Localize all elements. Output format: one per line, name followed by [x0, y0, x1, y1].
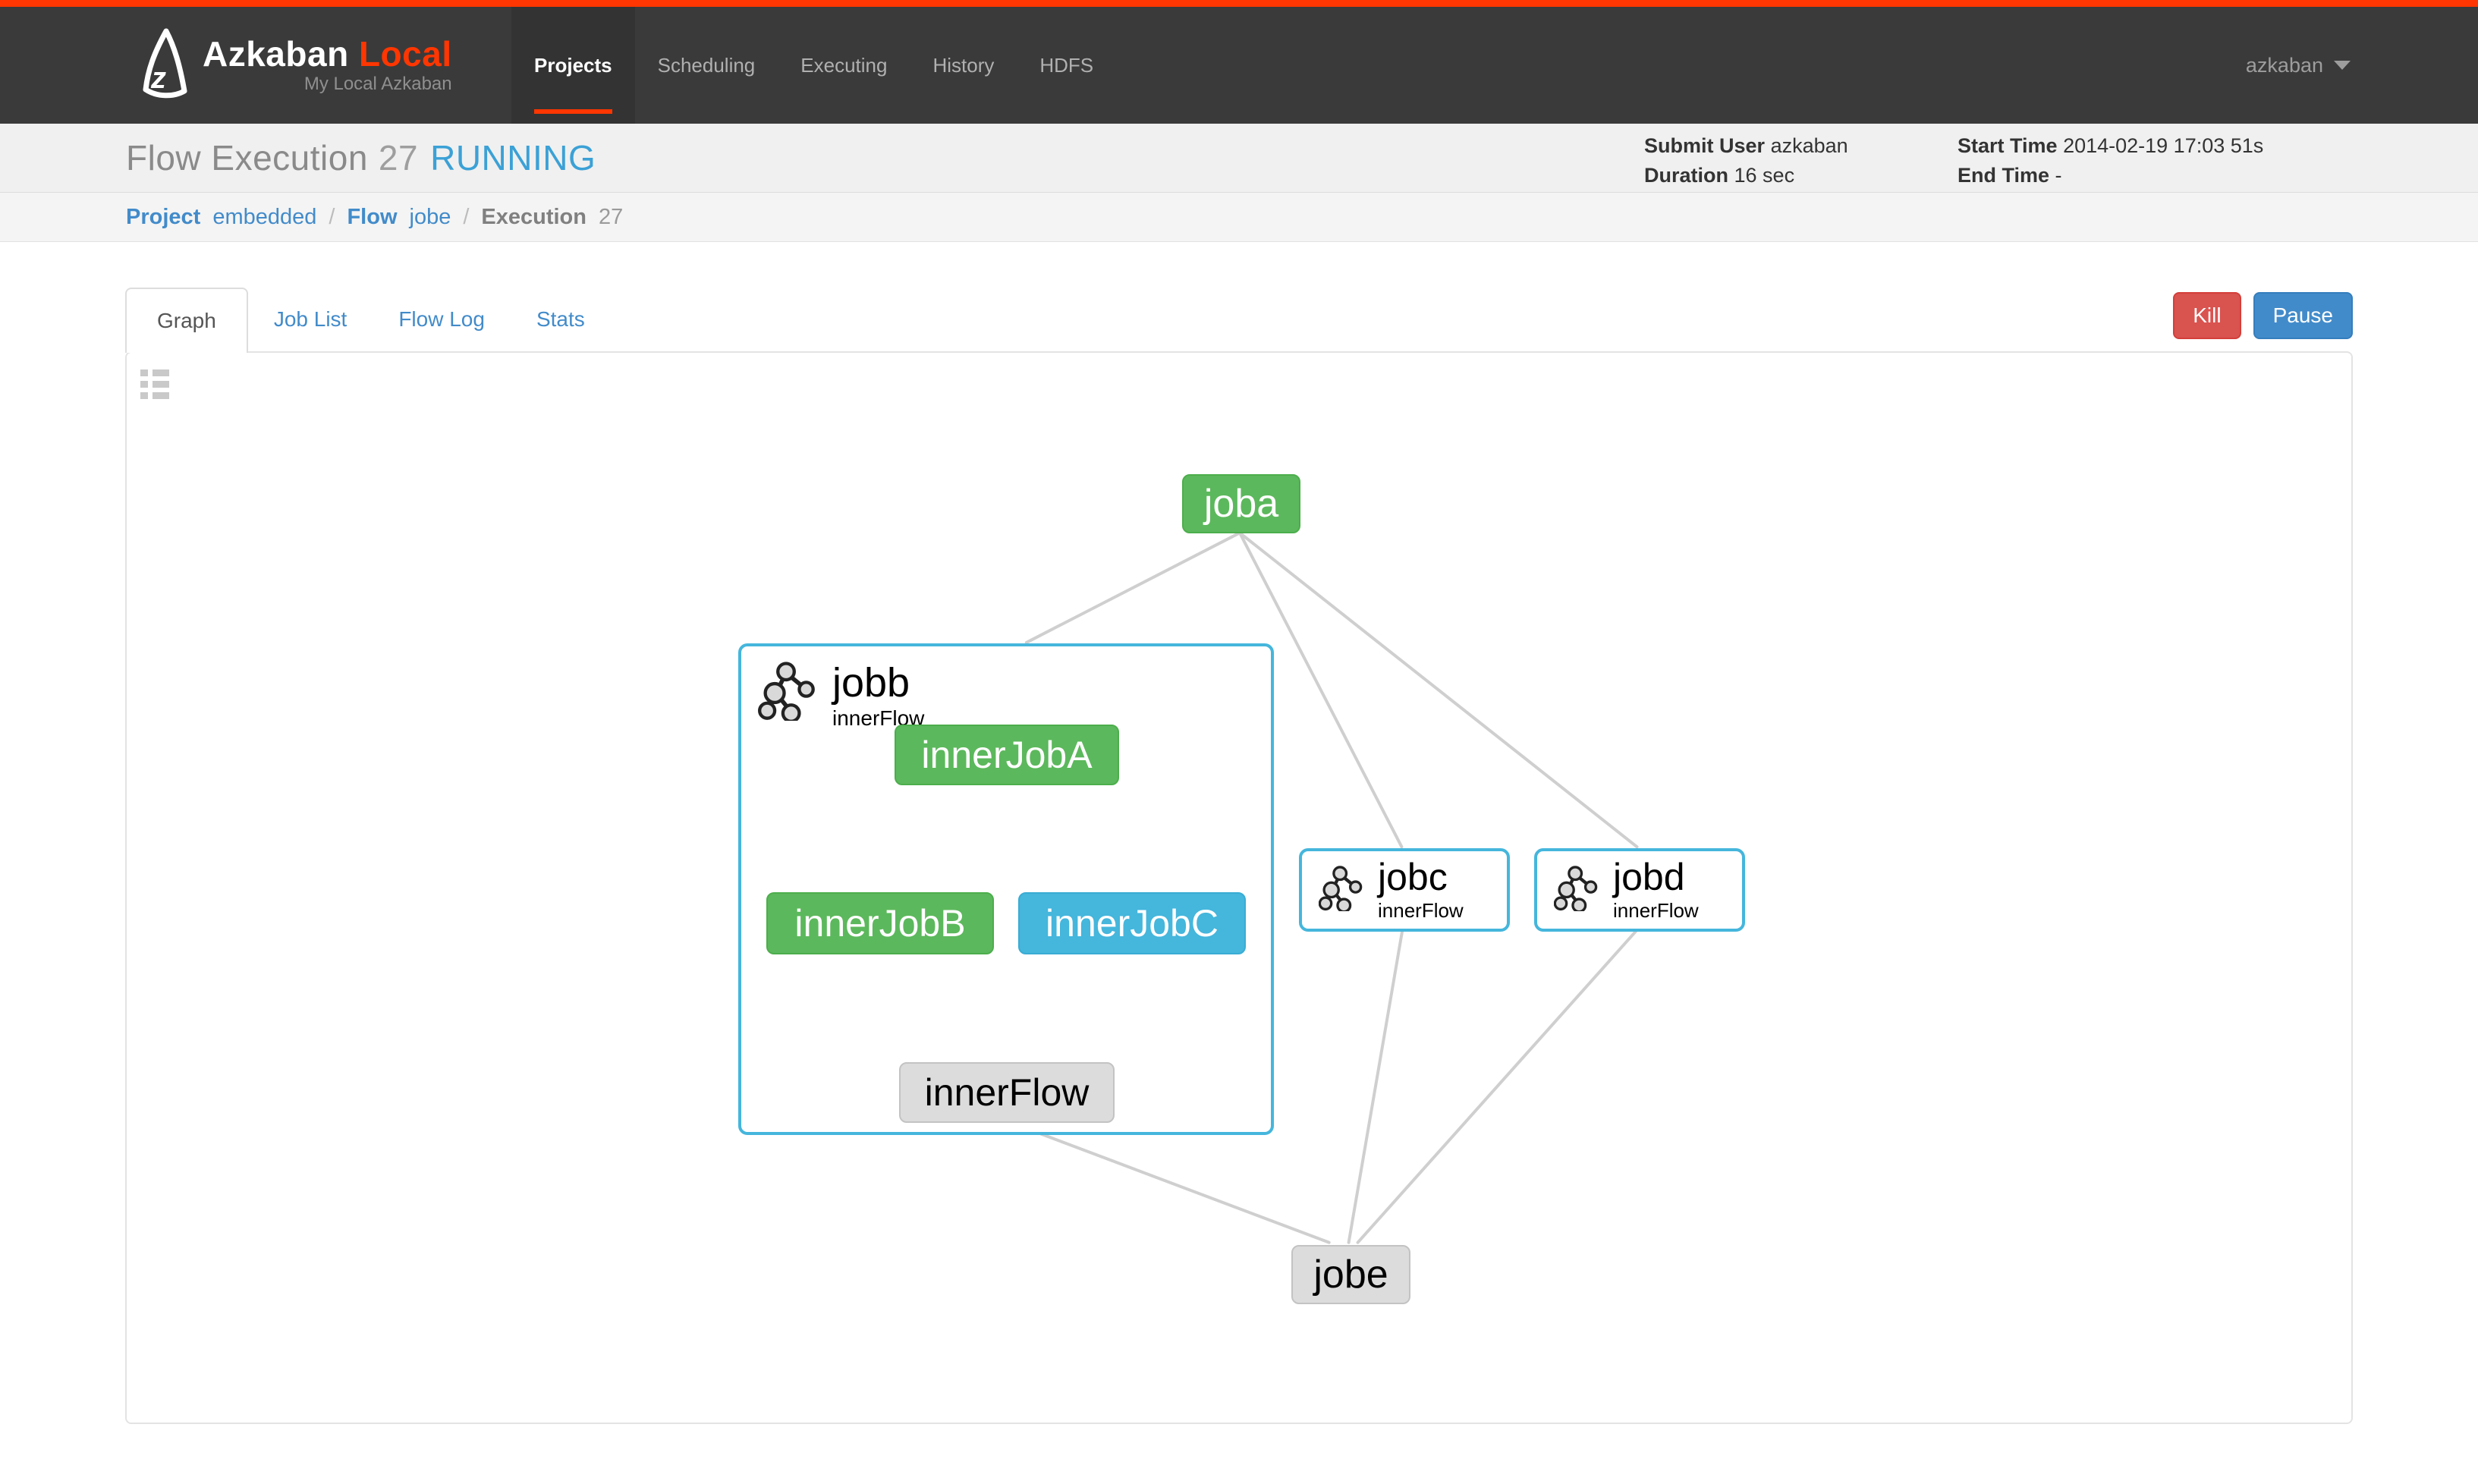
- breadcrumb-execution-value: 27: [598, 204, 624, 229]
- caret-down-icon: [2334, 61, 2351, 70]
- nav-menu: Projects Scheduling Executing History HD…: [511, 7, 1116, 124]
- user-name: azkaban: [2245, 53, 2323, 77]
- flow-box-jobc[interactable]: jobc innerFlow: [1299, 848, 1510, 932]
- nav-item-history[interactable]: History: [932, 53, 995, 77]
- flow-subtitle: innerFlow: [1378, 898, 1464, 922]
- breadcrumb: Project embedded / Flow jobe / Execution…: [126, 205, 623, 230]
- start-time-label: Start Time: [1958, 134, 2058, 157]
- graph-node-joba[interactable]: joba: [1182, 474, 1300, 533]
- pause-button[interactable]: Pause: [2253, 292, 2353, 339]
- flow-box-jobb[interactable]: jobb innerFlow: [738, 643, 1274, 1135]
- breadcrumb-execution-label: Execution: [481, 204, 586, 229]
- execution-info-right: Start Time 2014-02-19 17:03 51s End Time…: [1958, 131, 2263, 190]
- user-menu[interactable]: azkaban: [2246, 7, 2351, 124]
- duration-value: 16 sec: [1734, 164, 1795, 187]
- end-time-value: -: [2055, 164, 2062, 187]
- breadcrumb-separator: /: [463, 204, 470, 229]
- flow-icon: [758, 662, 822, 725]
- brand-accent: Local: [358, 33, 452, 74]
- flow-execution-header: Flow Execution 27 RUNNING Submit User az…: [0, 124, 2478, 193]
- azkaban-logo-icon: z: [140, 27, 189, 103]
- flow-subtitle: innerFlow: [1613, 898, 1699, 922]
- list-toggle-icon[interactable]: [140, 369, 169, 404]
- nav-item-hdfs[interactable]: HDFS: [1039, 53, 1094, 77]
- tab-bar: Graph Job List Flow Log Stats Kill Pause: [125, 281, 2353, 353]
- breadcrumb-band: Project embedded / Flow jobe / Execution…: [0, 193, 2478, 242]
- breadcrumb-flow-value[interactable]: jobe: [409, 204, 451, 229]
- nav-item-scheduling[interactable]: Scheduling: [657, 53, 756, 77]
- brand-name: Azkaban: [203, 33, 349, 74]
- duration-label: Duration: [1644, 164, 1728, 187]
- flow-icon: [1318, 865, 1367, 915]
- breadcrumb-project-value[interactable]: embedded: [212, 204, 317, 229]
- flow-box-jobd[interactable]: jobd innerFlow: [1534, 848, 1745, 932]
- breadcrumb-flow-label[interactable]: Flow: [347, 204, 398, 229]
- end-time-label: End Time: [1958, 164, 2050, 187]
- breadcrumb-separator: /: [329, 204, 335, 229]
- graph-node-jobe[interactable]: jobe: [1291, 1245, 1410, 1304]
- graph-node-innerFlow[interactable]: innerFlow: [899, 1062, 1115, 1123]
- tab-stats[interactable]: Stats: [536, 307, 585, 331]
- top-accent-bar: [0, 0, 2478, 7]
- breadcrumb-project-label[interactable]: Project: [126, 204, 201, 229]
- graph-node-innerJobB[interactable]: innerJobB: [766, 892, 994, 954]
- submit-user-label: Submit User: [1644, 134, 1766, 157]
- status-badge: RUNNING: [430, 138, 596, 178]
- graph-node-innerJobA[interactable]: innerJobA: [895, 725, 1119, 785]
- brand-subtitle: My Local Azkaban: [303, 74, 452, 95]
- kill-button[interactable]: Kill: [2173, 292, 2241, 339]
- submit-user-value: azkaban: [1770, 134, 1848, 157]
- title-text: Flow Execution: [126, 138, 368, 178]
- flow-actions: Kill Pause: [2173, 292, 2353, 339]
- execution-info-left: Submit User azkaban Duration 16 sec: [1644, 131, 1848, 190]
- flow-title: jobc: [1378, 856, 1448, 899]
- nav-item-projects[interactable]: Projects: [511, 7, 635, 124]
- flow-title: jobb: [832, 660, 910, 706]
- start-time-value: 2014-02-19 17:03 51s: [2063, 134, 2264, 157]
- flow-graph-panel: jobb innerFlow: [125, 351, 2353, 1424]
- flow-icon: [1553, 865, 1602, 915]
- flow-title: jobd: [1613, 856, 1685, 899]
- execution-id: 27: [378, 138, 419, 178]
- graph-node-innerJobC[interactable]: innerJobC: [1018, 892, 1246, 954]
- page-title: Flow Execution 27 RUNNING: [126, 124, 596, 192]
- navbar: z Azkaban Local My Local Azkaban Project…: [0, 7, 2478, 124]
- nav-item-executing[interactable]: Executing: [800, 53, 888, 77]
- tab-job-list[interactable]: Job List: [273, 307, 347, 331]
- brand-logo[interactable]: z Azkaban Local My Local Azkaban: [140, 7, 452, 124]
- svg-text:z: z: [150, 61, 166, 95]
- tab-graph[interactable]: Graph: [125, 288, 248, 353]
- tab-flow-log[interactable]: Flow Log: [398, 307, 485, 331]
